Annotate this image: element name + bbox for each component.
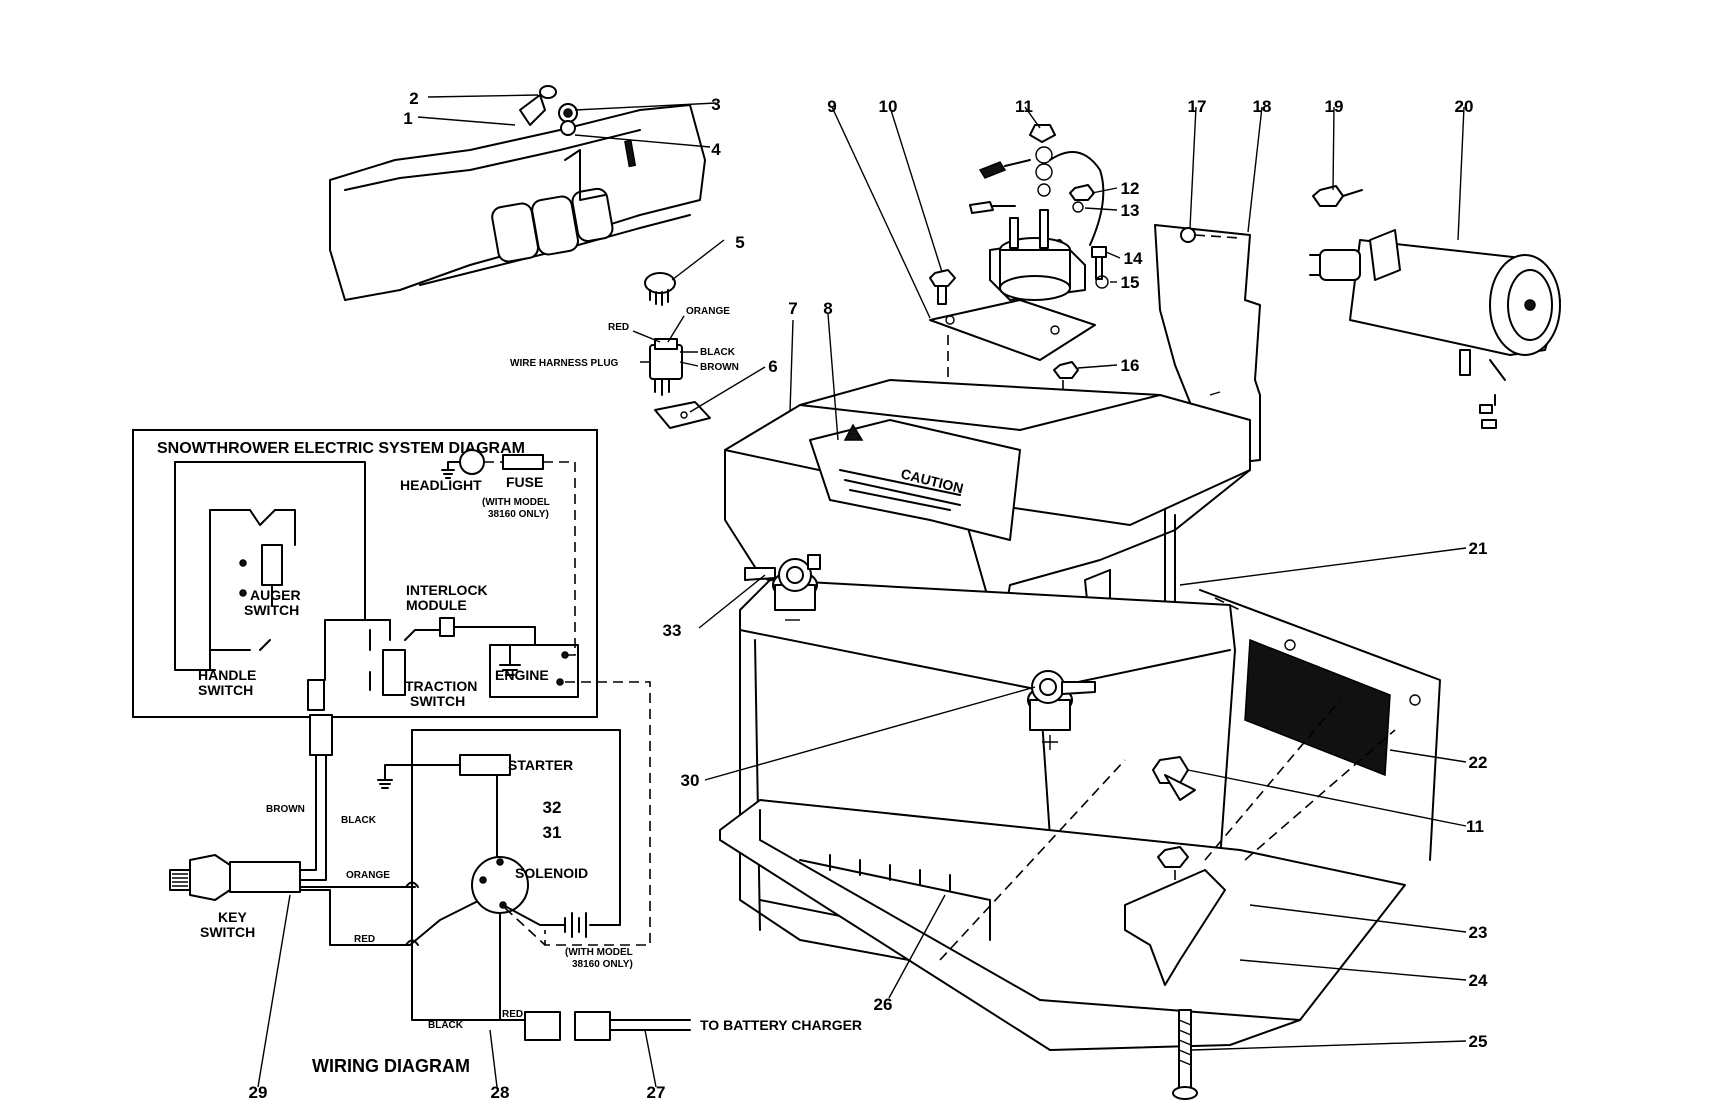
callout-24: 24	[1469, 971, 1488, 990]
solenoid-part	[969, 124, 1105, 301]
bracket-tab-part	[654, 401, 711, 429]
callout-8: 8	[823, 299, 832, 318]
callout-15: 15	[1121, 273, 1140, 292]
wire-label-red: RED	[608, 322, 629, 333]
headlight-label: HEADLIGHT	[400, 477, 482, 493]
engine-label: ENGINE	[495, 667, 549, 683]
callout-16: 16	[1121, 356, 1140, 375]
interlock-label-1: INTERLOCK	[406, 582, 488, 598]
auger-switch-label-2: SWITCH	[244, 602, 299, 618]
callout-32: 32	[543, 798, 562, 817]
terminal-clamp-part	[744, 554, 1096, 704]
bracket-part	[1154, 224, 1261, 466]
traction-switch-label-2: SWITCH	[410, 693, 465, 709]
side-panel-part	[1199, 589, 1441, 861]
callout-19: 19	[1325, 97, 1344, 116]
traction-switch-label-1: TRACTION	[405, 678, 477, 694]
fuse-note-2: 38160 ONLY)	[488, 509, 549, 520]
brown-wire-label: BROWN	[266, 804, 305, 815]
callout-11b: 11	[1466, 817, 1484, 836]
key-switch-label-2: SWITCH	[200, 924, 255, 940]
callout-27: 27	[647, 1083, 666, 1102]
bolt-part	[929, 269, 956, 305]
callout-33: 33	[663, 621, 682, 640]
callout-2: 2	[409, 89, 418, 108]
bolt-long-part	[1172, 1009, 1198, 1100]
black-wire-label-2: BLACK	[428, 1020, 464, 1031]
callout-numbers: 1 2 3 4 5 6 7 8 9 10 11 12 13 14 15 16 1…	[249, 89, 1488, 1102]
hardware-nuts-part	[1053, 184, 1109, 379]
callout-1: 1	[403, 109, 412, 128]
starter-label: STARTER	[508, 757, 573, 773]
black-wire-label: BLACK	[341, 815, 377, 826]
orange-wire-label: ORANGE	[346, 870, 390, 881]
callout-4: 4	[711, 140, 721, 159]
fuse-note-1: (WITH MODEL	[482, 497, 550, 508]
auger-switch-label-1: AUGER	[250, 587, 301, 603]
callout-31: 31	[543, 823, 562, 842]
callout-30: 30	[681, 771, 700, 790]
callout-14: 14	[1124, 249, 1143, 268]
callout-5: 5	[735, 233, 744, 252]
battery-note-1: (WITH MODEL	[565, 947, 633, 958]
interlock-label-2: MODULE	[406, 597, 467, 613]
starter-hardware-part	[1479, 394, 1497, 429]
callout-26: 26	[874, 995, 893, 1014]
hold-down-clamp-part	[1124, 869, 1226, 986]
callout-20: 20	[1455, 97, 1474, 116]
red-wire-label-2: RED	[502, 1009, 523, 1020]
callout-11: 11	[1015, 97, 1033, 116]
mounting-plate-part	[929, 299, 1096, 361]
starter-motor-part	[1309, 185, 1561, 381]
key-part	[519, 85, 578, 136]
handle-switch-label-2: SWITCH	[198, 682, 253, 698]
wire-label-brown: BROWN	[700, 362, 739, 373]
battery-note-2: 38160 ONLY)	[572, 959, 633, 970]
wire-label-black: BLACK	[700, 347, 736, 358]
callout-18: 18	[1253, 97, 1272, 116]
callout-29: 29	[249, 1083, 268, 1102]
red-wire-label: RED	[354, 934, 375, 945]
callout-13: 13	[1121, 201, 1140, 220]
system-diagram-title: SNOWTHROWER ELECTRIC SYSTEM DIAGRAM	[157, 440, 525, 457]
battery-charger-label: TO BATTERY CHARGER	[700, 1017, 862, 1033]
battery-tray-part	[719, 799, 1406, 1051]
wire-harness-plug-part	[649, 338, 683, 396]
callout-3: 3	[711, 95, 720, 114]
callout-21: 21	[1469, 539, 1488, 558]
callout-7: 7	[788, 299, 797, 318]
key-switch-plug-part	[644, 272, 676, 306]
wire-harness-plug-label: WIRE HARNESS PLUG	[510, 358, 619, 369]
callout-9: 9	[827, 97, 836, 116]
screw-part	[1180, 227, 1196, 243]
fuse-label: FUSE	[506, 474, 543, 490]
wire-label-orange: ORANGE	[686, 306, 730, 317]
callout-23: 23	[1469, 923, 1488, 942]
electric-system-diagram: SNOWTHROWER ELECTRIC SYSTEM DIAGRAM HEAD…	[132, 429, 651, 946]
solenoid-label: SOLENOID	[515, 865, 588, 881]
callout-28: 28	[491, 1083, 510, 1102]
key-switch-symbol	[169, 854, 301, 901]
callout-25: 25	[1469, 1032, 1488, 1051]
callout-17: 17	[1188, 97, 1207, 116]
callout-6: 6	[768, 357, 777, 376]
battery-cover-part	[724, 379, 1251, 651]
key-switch-label-1: KEY	[218, 909, 247, 925]
callout-22: 22	[1469, 753, 1488, 772]
callout-10: 10	[879, 97, 898, 116]
dash-panel	[329, 104, 706, 301]
wiring-diagram: STARTER SOLENOID KEY SWITCH BROWN BLACK …	[169, 679, 862, 1076]
callout-leader-lines	[257, 94, 1467, 1088]
wiring-diagram-title: WIRING DIAGRAM	[312, 1056, 470, 1076]
handle-switch-label-1: HANDLE	[198, 667, 256, 683]
callout-12: 12	[1121, 179, 1140, 198]
